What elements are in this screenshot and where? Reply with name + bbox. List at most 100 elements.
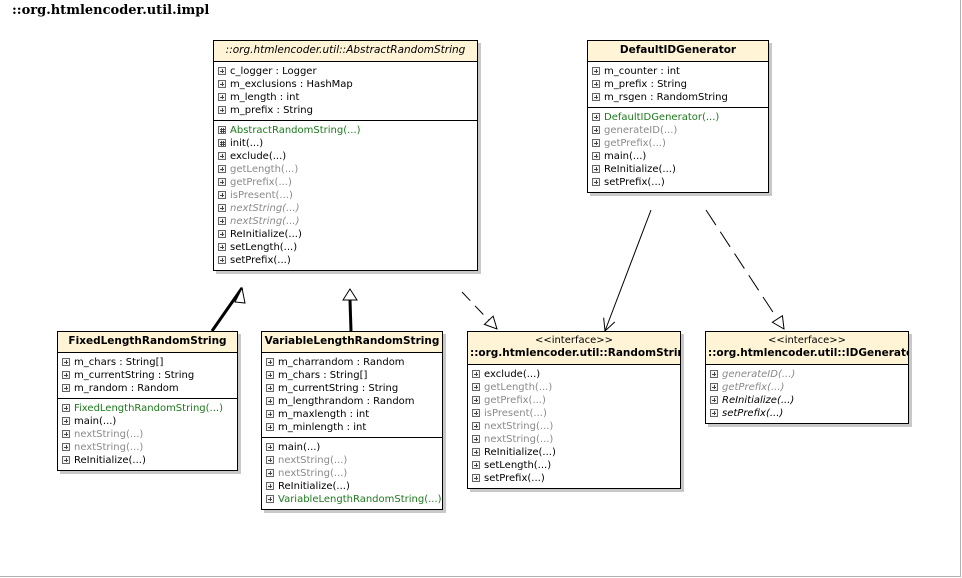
- class-header: <<interface>> ::org.htmlencoder.util::Ra…: [468, 332, 680, 365]
- method-row[interactable]: generateID(...): [710, 368, 908, 381]
- attribute-text: m_currentString : String: [278, 383, 399, 394]
- method-row[interactable]: setPrefix(...): [710, 407, 908, 420]
- class-variable-length-random-string[interactable]: VariableLengthRandomString m_charrandom …: [261, 331, 443, 510]
- class-name: VariableLengthRandomString: [264, 335, 440, 347]
- attributes-section: m_charrandom : Random m_chars : String[]…: [262, 353, 442, 437]
- class-abstract-random-string[interactable]: ::org.htmlencoder.util::AbstractRandomSt…: [213, 40, 478, 271]
- method-row[interactable]: ReInitialize(...): [266, 480, 442, 493]
- attribute-text: m_chars : String[]: [278, 370, 368, 381]
- method-row[interactable]: FixedLengthRandomString(...): [62, 402, 237, 415]
- expand-plus-icon: [472, 409, 480, 417]
- method-row[interactable]: ReInitialize(...): [472, 446, 680, 459]
- expand-plus-icon: [62, 384, 70, 392]
- attribute-row[interactable]: m_maxlength : int: [266, 408, 442, 421]
- method-row[interactable]: nextString(...): [266, 467, 442, 480]
- attribute-row[interactable]: m_charrandom : Random: [266, 356, 442, 369]
- expand-plus-icon: [218, 93, 226, 101]
- attribute-row[interactable]: m_chars : String[]: [62, 356, 237, 369]
- interface-random-string[interactable]: <<interface>> ::org.htmlencoder.util::Ra…: [467, 331, 681, 489]
- attribute-row[interactable]: m_random : Random: [62, 382, 237, 395]
- attribute-row[interactable]: m_currentString : String: [266, 382, 442, 395]
- method-row[interactable]: nextString(...): [62, 441, 237, 454]
- method-row[interactable]: ReInitialize(...): [592, 163, 768, 176]
- expand-plus-icon: [218, 243, 226, 251]
- method-row[interactable]: getPrefix(...): [472, 394, 680, 407]
- class-fixed-length-random-string[interactable]: FixedLengthRandomString m_chars : String…: [57, 331, 238, 471]
- attribute-text: m_maxlength : int: [278, 409, 370, 420]
- method-row[interactable]: exclude(...): [218, 150, 477, 163]
- method-row[interactable]: setLength(...): [218, 241, 477, 254]
- package-title: ::org.htmlencoder.util.impl: [12, 3, 210, 18]
- method-row[interactable]: main(...): [62, 415, 237, 428]
- method-text: main(...): [278, 442, 321, 453]
- expand-plus-icon: [710, 383, 718, 391]
- method-row[interactable]: nextString(...): [472, 420, 680, 433]
- method-text: nextString(...): [74, 442, 144, 453]
- expand-plus-icon: [592, 152, 600, 160]
- method-row[interactable]: setLength(...): [472, 459, 680, 472]
- attribute-row[interactable]: m_lengthrandom : Random: [266, 395, 442, 408]
- method-row[interactable]: ReInitialize(...): [710, 394, 908, 407]
- method-row[interactable]: nextString(...): [62, 428, 237, 441]
- method-row[interactable]: getLength(...): [472, 381, 680, 394]
- class-name: ::org.htmlencoder.util::RandomString: [470, 347, 680, 359]
- expand-plus-icon: [592, 67, 600, 75]
- methods-section: exclude(...) getLength(...) getPrefix(..…: [468, 365, 680, 488]
- method-row[interactable]: setPrefix(...): [218, 254, 477, 267]
- expand-plus-icon: [472, 474, 480, 482]
- method-row[interactable]: VariableLengthRandomString(...): [266, 493, 442, 506]
- attribute-row[interactable]: m_currentString : String: [62, 369, 237, 382]
- class-default-id-generator[interactable]: DefaultIDGenerator m_counter : int m_pre…: [587, 40, 769, 193]
- method-row[interactable]: setPrefix(...): [472, 472, 680, 485]
- method-row[interactable]: setPrefix(...): [592, 176, 768, 189]
- protected-hash-icon: [218, 139, 226, 147]
- attribute-text: m_prefix : String: [230, 105, 313, 116]
- method-row[interactable]: nextString(...): [218, 215, 477, 228]
- attribute-row[interactable]: m_length : int: [218, 91, 477, 104]
- expand-plus-icon: [218, 152, 226, 160]
- class-header: <<interface>> ::org.htmlencoder.util::ID…: [706, 332, 908, 365]
- expand-plus-icon: [218, 230, 226, 238]
- methods-section: FixedLengthRandomString(...) main(...) n…: [58, 398, 237, 470]
- method-row[interactable]: AbstractRandomString(...): [218, 124, 477, 137]
- method-row[interactable]: ReInitialize(...): [218, 228, 477, 241]
- expand-plus-icon: [472, 448, 480, 456]
- expand-plus-icon: [266, 443, 274, 451]
- attribute-row[interactable]: m_prefix : String: [592, 78, 768, 91]
- methods-section: generateID(...) getPrefix(...) ReInitial…: [706, 365, 908, 423]
- attributes-section: m_chars : String[] m_currentString : Str…: [58, 353, 237, 398]
- realization-idgen-to-idgenerator: [705, 209, 784, 329]
- methods-section: AbstractRandomString(...) init(...) excl…: [214, 120, 477, 270]
- method-row[interactable]: getPrefix(...): [592, 137, 768, 150]
- method-row[interactable]: getPrefix(...): [710, 381, 908, 394]
- attribute-text: m_exclusions : HashMap: [230, 79, 353, 90]
- method-row[interactable]: getPrefix(...): [218, 176, 477, 189]
- expand-plus-icon: [266, 423, 274, 431]
- method-row[interactable]: main(...): [266, 441, 442, 454]
- method-row[interactable]: DefaultIDGenerator(...): [592, 111, 768, 124]
- method-row[interactable]: nextString(...): [218, 202, 477, 215]
- method-row[interactable]: isPresent(...): [472, 407, 680, 420]
- method-row[interactable]: isPresent(...): [218, 189, 477, 202]
- attribute-row[interactable]: m_minlength : int: [266, 421, 442, 434]
- attribute-row[interactable]: c_logger : Logger: [218, 65, 477, 78]
- attribute-row[interactable]: m_prefix : String: [218, 104, 477, 117]
- method-row[interactable]: getLength(...): [218, 163, 477, 176]
- method-row[interactable]: nextString(...): [266, 454, 442, 467]
- stereotype-label: <<interface>>: [534, 335, 614, 346]
- method-row[interactable]: init(...): [218, 137, 477, 150]
- attribute-row[interactable]: m_rsgen : RandomString: [592, 91, 768, 104]
- interface-id-generator[interactable]: <<interface>> ::org.htmlencoder.util::ID…: [705, 331, 909, 424]
- method-row[interactable]: ReInitialize(...): [62, 454, 237, 467]
- attribute-row[interactable]: m_chars : String[]: [266, 369, 442, 382]
- method-text: setPrefix(...): [230, 255, 291, 266]
- attribute-row[interactable]: m_exclusions : HashMap: [218, 78, 477, 91]
- generalization-variable-to-abstract: [348, 299, 353, 332]
- method-row[interactable]: exclude(...): [472, 368, 680, 381]
- method-row[interactable]: nextString(...): [472, 433, 680, 446]
- attribute-row[interactable]: m_counter : int: [592, 65, 768, 78]
- method-row[interactable]: main(...): [592, 150, 768, 163]
- method-row[interactable]: generateID(...): [592, 124, 768, 137]
- method-text: nextString(...): [230, 216, 300, 227]
